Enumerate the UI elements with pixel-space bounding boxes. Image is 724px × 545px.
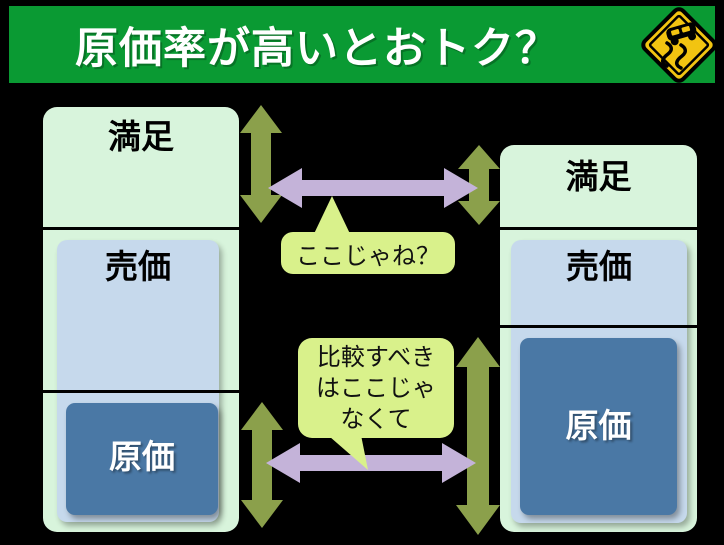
right-cost-label: 原価 <box>565 407 632 444</box>
bottom-callout-bubble: 比較すべき はここじゃ なくて <box>298 338 454 438</box>
bottom-callout-line1: 比較すべき <box>316 343 436 371</box>
page-title: 原価率が高いとおトク？ <box>75 24 559 73</box>
right-sale-price-label: 売価 <box>566 248 632 285</box>
bottom-callout-line2: はここじゃ <box>316 374 436 402</box>
horizontal-arrow-satisfaction-compare <box>268 168 478 208</box>
left-sale-price-label: 売価 <box>105 248 171 285</box>
top-callout-bubble: ここじゃね？ <box>281 232 455 274</box>
left-cost-label: 原価 <box>109 438 175 475</box>
right-cost-box <box>520 338 677 515</box>
left-satisfaction-label: 満足 <box>108 118 174 155</box>
left-divider-satisfaction <box>43 227 239 230</box>
slippery-road-sign-icon <box>641 7 717 83</box>
horizontal-arrow-cost-compare <box>266 443 476 483</box>
skidding-car-glyph <box>661 22 697 70</box>
left-divider-cost <box>43 390 239 393</box>
vertical-arrow-left-cost <box>241 402 283 528</box>
top-callout-text: ここじゃね？ <box>296 242 440 270</box>
right-divider-cost <box>500 325 697 328</box>
bottom-callout-tail <box>322 430 368 470</box>
vertical-arrow-right-cost <box>456 337 500 535</box>
left-cost-box <box>66 403 218 515</box>
right-divider-satisfaction <box>500 227 697 230</box>
vertical-arrow-right-satisfaction <box>458 145 500 225</box>
right-satisfaction-label: 満足 <box>565 158 632 195</box>
title-banner: 原価率が高いとおトク？ <box>9 6 715 83</box>
bottom-callout-line3: なくて <box>340 405 412 433</box>
top-callout-tail <box>312 196 352 238</box>
vertical-arrow-left-satisfaction <box>240 105 282 223</box>
